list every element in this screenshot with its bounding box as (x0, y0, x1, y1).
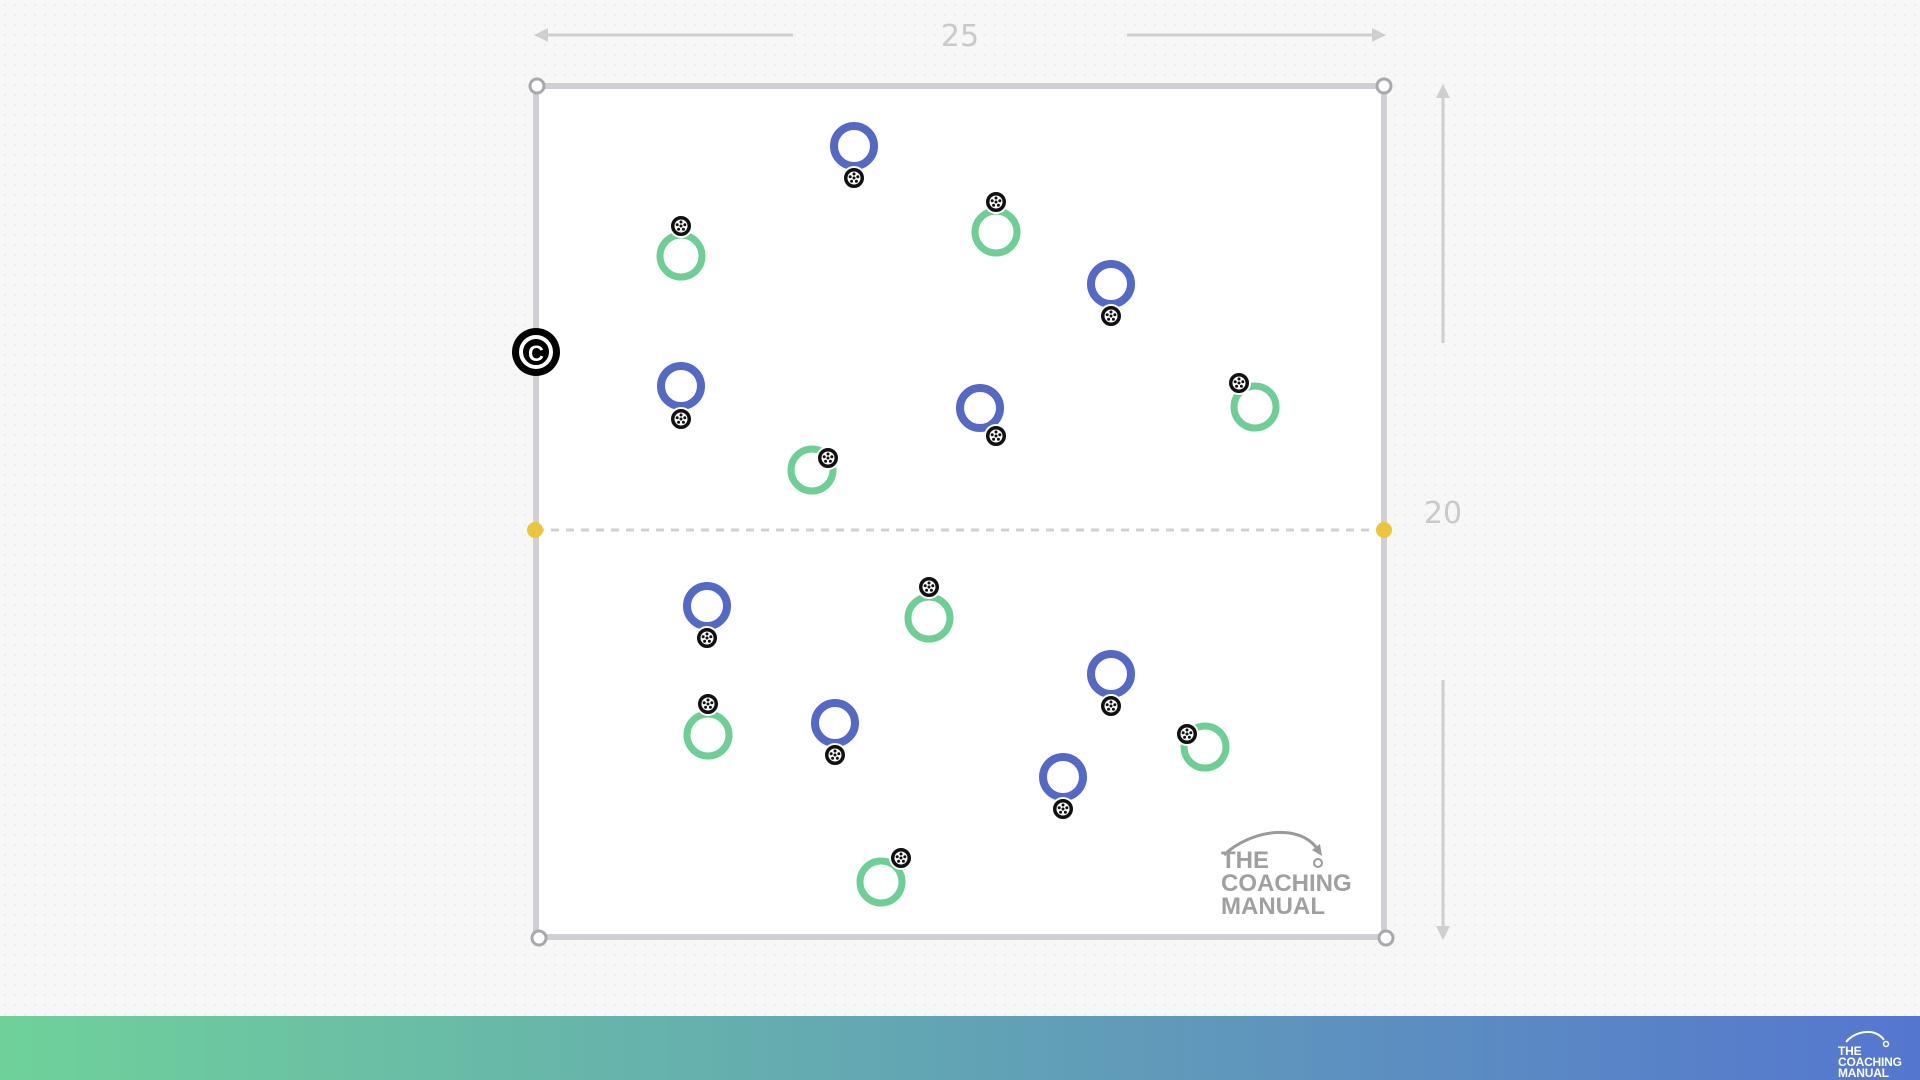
blue-player (1039, 753, 1087, 821)
corner-logo-swoosh (1845, 1031, 1890, 1048)
logo-swoosh (1222, 830, 1320, 857)
ball-icon (1099, 694, 1123, 718)
ball-icon (696, 692, 720, 716)
ball-icon (816, 446, 840, 470)
ball-icon (823, 743, 847, 767)
ball-icon (984, 424, 1008, 448)
blue-player-ring (657, 362, 705, 410)
blue-player-ring (683, 582, 731, 630)
blue-player-ring (830, 122, 878, 170)
blue-player (683, 582, 731, 650)
logo-line-2: COACHING (1221, 870, 1352, 897)
ball-icon (669, 407, 693, 431)
ball-icon (842, 166, 866, 190)
corner-markers (528, 77, 1395, 947)
ball-icon (1175, 722, 1199, 746)
green-player-ring (971, 207, 1021, 257)
blue-player (830, 122, 878, 190)
green-player (683, 692, 733, 760)
ball-icon (889, 846, 913, 870)
width-label: 25 (941, 19, 979, 54)
corner-logo-line-2: COACHING (1838, 1055, 1902, 1069)
blue-player (657, 362, 705, 431)
coach-letter: C (528, 341, 544, 366)
ball-icon (1227, 371, 1251, 395)
blue-player (1087, 260, 1135, 328)
ball-icon (1099, 304, 1123, 328)
green-player (787, 445, 840, 495)
ball-icon (669, 214, 693, 238)
coach-marker: C (512, 328, 560, 376)
green-player-ring (904, 593, 954, 643)
blue-player (956, 384, 1008, 448)
height-dimension: 20 (1424, 84, 1462, 940)
corner-marker (1375, 77, 1393, 95)
corner-logo-line-3: MANUAL (1838, 1066, 1889, 1080)
green-player (971, 190, 1021, 257)
corner-marker (528, 77, 546, 95)
pitch-boundary (533, 83, 1387, 940)
ball-icon (1051, 797, 1075, 821)
width-dimension: 25 (534, 19, 1386, 54)
blue-player (1087, 650, 1135, 718)
ball-icon (917, 575, 941, 599)
logo-line-3: MANUAL (1221, 893, 1325, 920)
corner-logo-line-1: THE (1838, 1044, 1862, 1058)
blue-player-ring (1087, 650, 1135, 698)
corner-logo: THE COACHING MANUAL (1832, 1022, 1910, 1079)
halfway-marker-left (527, 522, 543, 538)
green-player (1175, 722, 1230, 772)
height-label: 20 (1424, 496, 1462, 531)
ball-icon (984, 190, 1008, 214)
logo-line-1: THE (1221, 847, 1269, 874)
blue-player-ring (811, 699, 859, 747)
green-player-ring (683, 710, 733, 760)
blue-player-ring (1039, 753, 1087, 801)
corner-marker (530, 929, 548, 947)
players (656, 122, 1280, 907)
green-player (656, 214, 706, 281)
blue-player-ring (1087, 260, 1135, 308)
blue-player (811, 699, 859, 767)
green-player (1227, 371, 1280, 432)
coaching-manual-logo: THE COACHING MANUAL (1221, 830, 1352, 920)
ball-icon (695, 626, 719, 650)
green-player-ring (1230, 382, 1280, 432)
green-player (904, 575, 954, 643)
pitch-area (536, 86, 1384, 937)
blue-player-ring (956, 384, 1004, 432)
drill-diagram: 25 20 C THE COACHING MANUAL (512, 19, 1462, 947)
bottom-gradient-bar: THE COACHING MANUAL (0, 1016, 1920, 1080)
green-player (856, 846, 913, 907)
halfway-marker-right (1376, 522, 1392, 538)
corner-marker (1377, 929, 1395, 947)
green-player-ring (856, 857, 906, 907)
green-player-ring (656, 231, 706, 281)
